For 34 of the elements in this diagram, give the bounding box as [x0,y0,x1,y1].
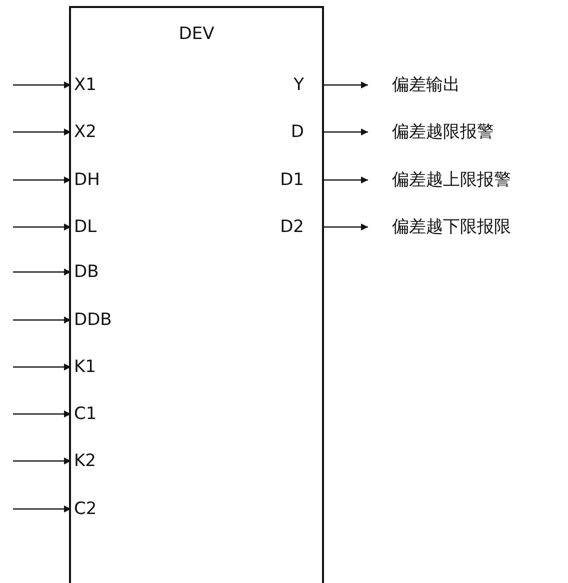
output-label: 偏差越下限报限 [392,216,511,239]
input-pin-label: X1 [74,74,96,97]
arrow [13,224,71,230]
block-title: DEV [178,23,216,46]
output-pin-label: Y [294,74,304,97]
arrow [13,82,71,88]
arrow [13,176,71,184]
arrow [13,458,71,464]
input-pin-label: X2 [74,121,96,144]
input-pin-label: DL [74,216,97,239]
output-pin-label: D [290,121,304,144]
function-block [69,6,324,583]
output-pin-label: D2 [280,216,304,239]
input-pin-label: C1 [74,403,97,426]
output-label: 偏差输出 [392,74,460,97]
input-pin-label: C2 [74,498,97,521]
input-pin-label: DDB [74,309,112,332]
arrow [324,176,368,184]
output-pin-label: D1 [280,169,304,192]
input-pin-label: K1 [74,356,96,379]
arrow [324,128,368,136]
arrow [13,128,71,136]
output-label: 偏差越限报警 [392,121,494,144]
arrow [13,506,71,512]
output-label: 偏差越上限报警 [392,169,511,192]
input-pin-label: K2 [74,450,96,473]
arrow [13,268,71,276]
arrow [13,316,71,324]
arrow [324,224,368,230]
input-pin-label: DH [74,169,100,192]
arrow [13,410,71,418]
arrow [324,82,368,88]
input-pin-label: DB [74,261,99,284]
arrow [13,364,71,370]
